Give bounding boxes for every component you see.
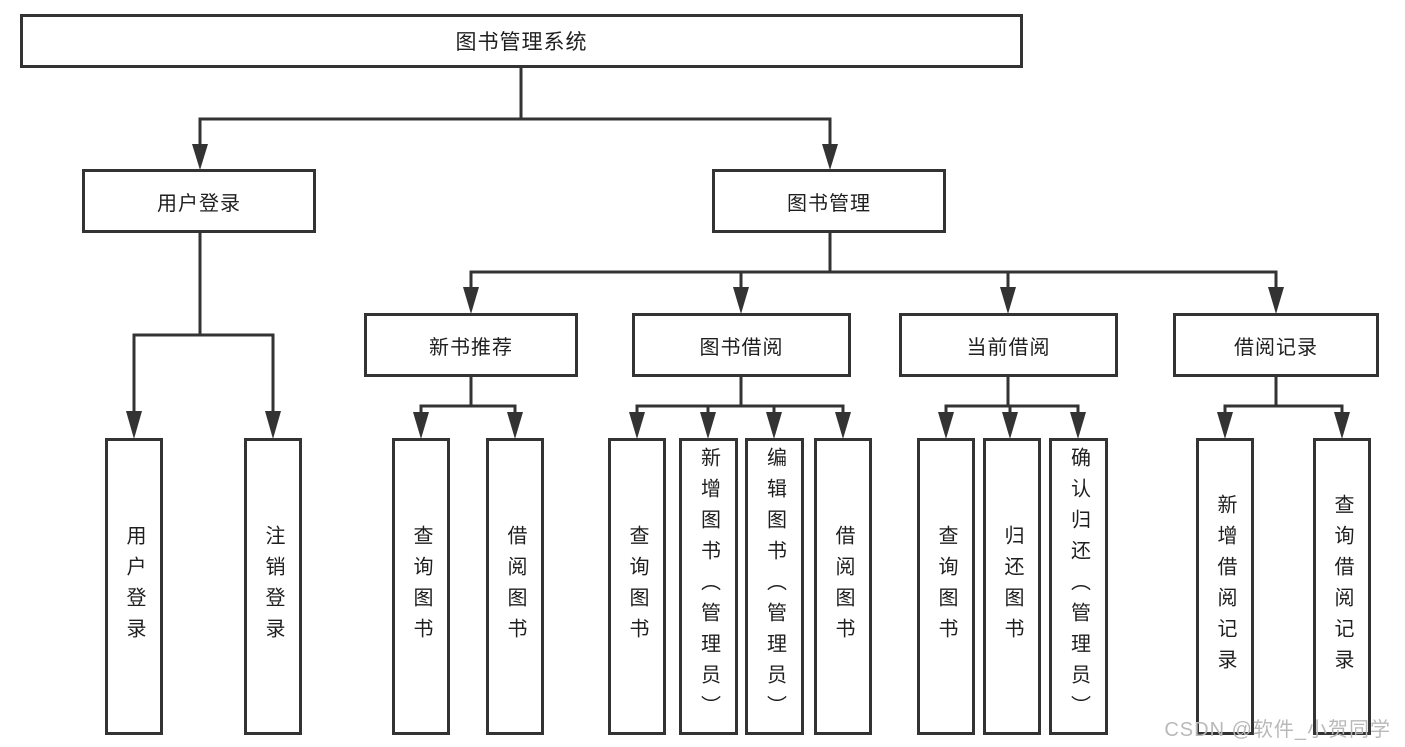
arrowhead	[733, 287, 749, 314]
node-new-book-recommend: 新书推荐	[364, 313, 578, 377]
leaf-label: 归还图书	[1001, 524, 1023, 649]
arrowhead	[126, 411, 142, 439]
leaf-node-edit-books-admin: 编辑图书（管理员）	[745, 438, 804, 735]
node-borrow-records: 借阅记录	[1173, 313, 1379, 377]
connector-line	[944, 404, 1080, 414]
arrowhead	[192, 144, 208, 170]
arrowhead	[463, 287, 479, 314]
csdn-watermark: CSDN @软件_小贺同学	[1164, 719, 1391, 741]
arrowhead	[1000, 287, 1016, 314]
connector-line	[635, 404, 845, 414]
leaf-label: 查询图书	[626, 524, 648, 649]
leaf-node-borrow-books: 借阅图书	[814, 438, 872, 735]
node-current-borrow: 当前借阅	[899, 313, 1118, 377]
arrowhead	[1268, 287, 1284, 314]
leaf-label: 注销登录	[262, 524, 284, 649]
leaf-node-query-books: 查询图书	[608, 438, 666, 735]
connector-line	[469, 270, 1278, 289]
leaf-node-confirm-return-admin: 确认归还（管理员）	[1049, 438, 1108, 735]
connector-line	[419, 404, 517, 414]
arrowhead	[265, 411, 281, 439]
arrowhead	[700, 412, 716, 439]
leaf-node-add-books-admin: 新增图书（管理员）	[679, 438, 738, 735]
connector-line	[1223, 404, 1344, 414]
leaf-label: 用户登录	[123, 524, 145, 649]
node-user-login: 用户登录	[82, 169, 316, 233]
leaf-node-return-books: 归还图书	[983, 438, 1041, 735]
leaf-label: 借阅图书	[504, 524, 526, 649]
leaf-label: 新增图书（管理员）	[697, 447, 720, 726]
leaf-label: 查询图书	[935, 524, 957, 649]
arrowhead	[938, 412, 954, 439]
arrowhead	[835, 412, 851, 439]
leaf-label: 查询借阅记录	[1331, 493, 1353, 680]
arrowhead	[507, 412, 523, 439]
node-book-borrow: 图书借阅	[632, 313, 851, 377]
leaf-node-borrow-books: 借阅图书	[486, 438, 544, 735]
node-library-management-system: 图书管理系统	[20, 14, 1023, 68]
node-book-management: 图书管理	[712, 169, 946, 233]
connector-line	[198, 117, 832, 146]
connector-line	[132, 333, 275, 413]
arrowhead	[766, 412, 782, 439]
leaf-node-add-borrow-record: 新增借阅记录	[1196, 438, 1254, 735]
arrowhead	[822, 144, 838, 170]
leaf-label: 新增借阅记录	[1214, 493, 1236, 680]
arrowhead	[1334, 412, 1350, 439]
arrowhead	[413, 412, 429, 439]
arrowhead	[629, 412, 645, 439]
leaf-node-query-books: 查询图书	[917, 438, 975, 735]
arrowhead	[1002, 412, 1018, 439]
leaf-node-logout: 注销登录	[244, 438, 302, 735]
arrowhead	[1217, 412, 1233, 439]
leaf-label: 查询图书	[410, 524, 432, 649]
leaf-node-user-login: 用户登录	[105, 438, 163, 735]
leaf-label: 借阅图书	[832, 524, 854, 649]
leaf-node-query-borrow-record: 查询借阅记录	[1313, 438, 1371, 735]
leaf-label: 确认归还（管理员）	[1067, 447, 1090, 726]
arrowhead	[1070, 412, 1086, 439]
leaf-node-query-books: 查询图书	[392, 438, 450, 735]
leaf-label: 编辑图书（管理员）	[763, 447, 786, 726]
